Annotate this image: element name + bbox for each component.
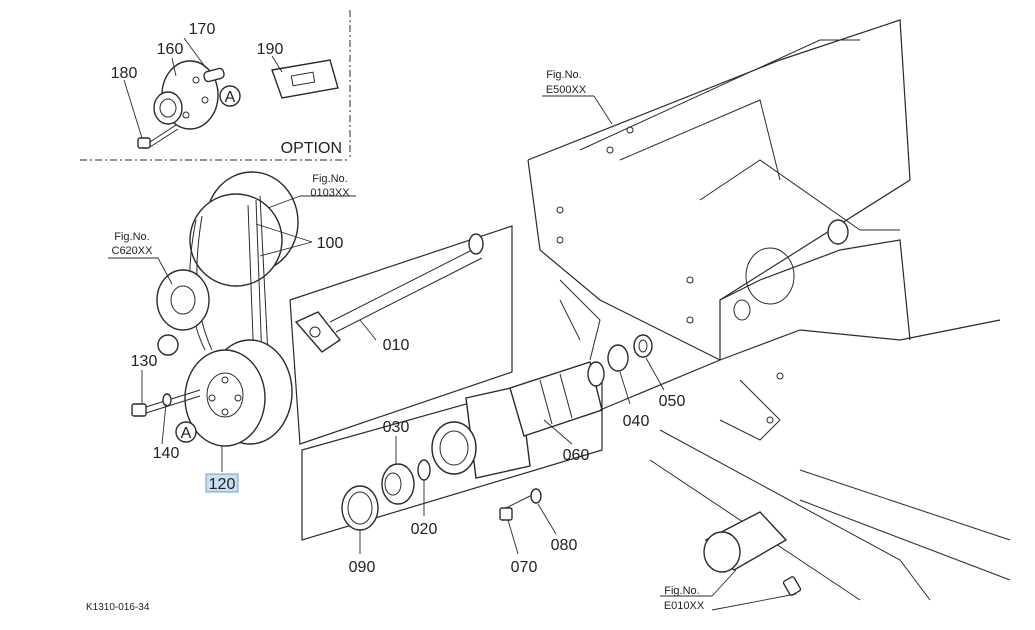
part-label-130[interactable]: 130 (131, 353, 158, 370)
callout-a-option: A (219, 85, 241, 107)
part-label-060[interactable]: 060 (563, 447, 590, 464)
leader-lines (108, 37, 797, 611)
part-label-020[interactable]: 020 (411, 521, 438, 538)
part-label-160[interactable]: 160 (157, 41, 184, 58)
figure-references: Fig.No. 0103XX Fig.No. C620XX Fig.No. E5… (112, 69, 705, 612)
part-label-090[interactable]: 090 (349, 559, 376, 576)
shaft-drawing (289, 225, 513, 445)
hub-drawing (153, 60, 219, 130)
belt-pulley-assembly (156, 171, 299, 447)
callout-a-letter: A (225, 89, 236, 106)
fig-ref-c620-title: Fig.No. (114, 231, 149, 243)
option-label: OPTION (281, 140, 342, 157)
bolt-130-drawing (131, 389, 201, 417)
part-label-070[interactable]: 070 (511, 559, 538, 576)
part-label-100[interactable]: 100 (317, 235, 344, 252)
part-label-080[interactable]: 080 (551, 537, 578, 554)
fig-ref-e010-code[interactable]: E010XX (664, 600, 705, 612)
part-label-050[interactable]: 050 (659, 393, 686, 410)
highlight-120 (205, 473, 239, 493)
fig-ref-e010-title: Fig.No. (664, 585, 699, 597)
fig-ref-c620-code[interactable]: C620XX (112, 245, 154, 257)
callout-a-pulley-letter: A (181, 425, 192, 442)
tractor-frame (527, 19, 1011, 601)
fig-ref-0103-title: Fig.No. (312, 173, 347, 185)
part-labels: 170 160 180 190 OPTION 100 010 130 140 1… (111, 21, 686, 576)
drawing-code: K1310-016-34 (86, 602, 150, 613)
part-label-010[interactable]: 010 (383, 337, 410, 354)
fig-ref-e500-code[interactable]: E500XX (546, 84, 587, 96)
bolt-drawing (137, 124, 179, 149)
fig-ref-e500-title: Fig.No. (546, 69, 581, 81)
part-label-170[interactable]: 170 (189, 21, 216, 38)
callout-a-pulley: A (175, 421, 197, 443)
fig-ref-0103-code[interactable]: 0103XX (310, 187, 350, 199)
part-label-040[interactable]: 040 (623, 413, 650, 430)
decal-drawing (271, 59, 339, 99)
option-inset (80, 10, 351, 161)
part-label-030[interactable]: 030 (383, 419, 410, 436)
part-label-180[interactable]: 180 (111, 65, 138, 82)
part-label-140[interactable]: 140 (153, 445, 180, 462)
part-label-190[interactable]: 190 (257, 41, 284, 58)
housing-group (301, 334, 653, 541)
part-label-120[interactable]: 120 (209, 476, 236, 493)
pin-drawing (203, 67, 225, 83)
